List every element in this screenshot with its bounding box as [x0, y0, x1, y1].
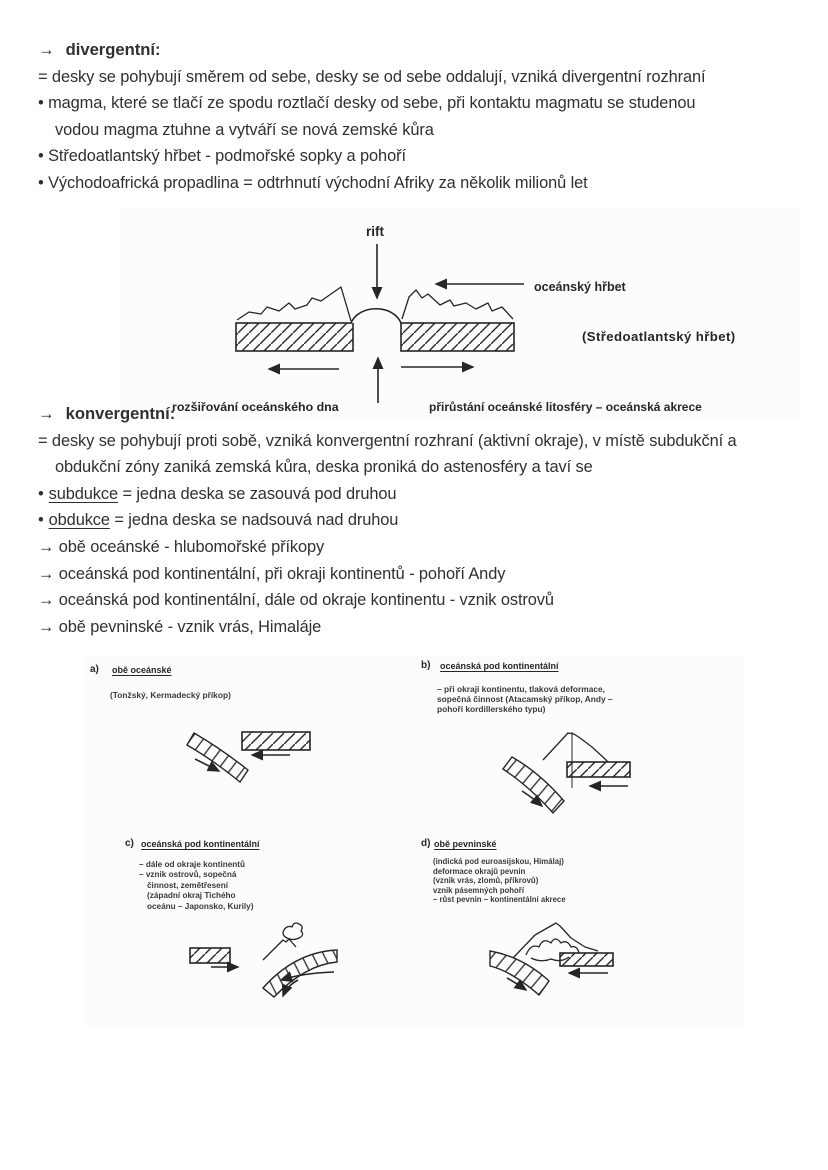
panel-d-text: (indická pod euroasijskou, Himálaj) defo…: [433, 857, 566, 905]
text-line: → oceánská pod kontinentální, dále od ok…: [38, 591, 554, 610]
plate-motion-left-arrow: [279, 971, 335, 982]
subduction-arrow: [521, 790, 544, 808]
panel-d-line: (indická pod euroasijskou, Himálaj): [433, 857, 564, 866]
divergent-section: → divergentní: = desky se pohybují směrem…: [38, 37, 800, 197]
left-oceanic-plate: [235, 322, 354, 352]
oceanic-plate: [189, 947, 231, 964]
rift-label: rift: [366, 224, 385, 239]
panel-c-text: – dále od okraje kontinentů – vznik ostr…: [139, 860, 253, 912]
panel-a-drawing: [186, 731, 311, 784]
panel-a-label: a): [90, 664, 99, 675]
text-line: • Východoafrická propadlina = odtrhnutí …: [38, 173, 588, 192]
panel-c-label: c): [125, 838, 134, 849]
subducting-slab: [501, 756, 565, 815]
obduction-line: •obdukce = jedna deska se nadsouvá nad d…: [38, 507, 800, 534]
panel-c-line: (západní okraj Tichého: [147, 891, 236, 901]
subducting-slab: [489, 950, 550, 997]
text-line: • magma, které se tlačí ze spodu roztlač…: [38, 94, 696, 113]
continental-plate: [566, 761, 631, 778]
subduction-arrow: [281, 979, 299, 998]
panel-b-label: b): [421, 660, 431, 671]
ocean-ridge-label: oceánský hřbet: [534, 280, 627, 294]
text-line: = desky se pohybují směrem od sebe, desk…: [38, 67, 706, 86]
text-line: vodou magma ztuhne a vytváří se nová zem…: [55, 120, 434, 139]
volcano-smoke: [282, 922, 304, 941]
fold-squiggle-upper: [525, 938, 580, 956]
panel-d-title: obě pevninské: [434, 839, 497, 849]
panel-d-line: (vznik vrás, zlomů, příkrovů): [433, 876, 539, 886]
convergent-section: → konvergentní: = desky se pohybují proti…: [38, 401, 800, 640]
panel-a-title: obě oceánské: [112, 665, 172, 675]
bullet: •: [38, 484, 44, 503]
himalaya-mountain: [512, 922, 599, 959]
panel-c-line: – vznik ostrovů, sopečná: [139, 870, 237, 880]
text-line: → obě oceánské - hlubomořské příkopy: [38, 537, 325, 556]
bullet: •: [38, 511, 44, 530]
panel-c-line: činnost, zemětřesení: [147, 880, 228, 890]
subduction-definition: = jedna deska se zasouvá pod druhou: [118, 484, 397, 503]
subduction-line: •subdukce = jedna deska se zasouvá pod d…: [38, 481, 800, 508]
panel-b-text: – při okraji kontinentu, tlaková deforma…: [437, 684, 613, 715]
text-line: = desky se pohybují proti sobě, vzniká k…: [38, 431, 737, 450]
panel-b-drawing: [501, 732, 631, 815]
accretion-caption: přirůstání oceánské litosféry – oceánská…: [429, 400, 702, 414]
island-arc-volcano: [262, 938, 297, 961]
right-mountain-profile: [401, 289, 514, 320]
overriding-plate: [241, 731, 311, 751]
term-subdukce: subdukce: [48, 484, 119, 503]
convergent-heading-text: konvergentní:: [65, 404, 176, 423]
left-mountain-profile: [236, 286, 352, 322]
text-line: • Středoatlantský hřbet - podmořské sopk…: [38, 147, 406, 166]
magma-dome: [350, 308, 402, 324]
divergent-diagram: rift oceánský hřbet (Středoatlantský hřb…: [120, 207, 800, 419]
panel-c-line: – dále od okraje kontinentů: [139, 860, 246, 869]
rift-diagram-svg: rift oceánský hřbet (Středoatlantský hřb…: [172, 224, 736, 414]
arrow-glyph: →: [38, 40, 55, 59]
convergent-heading: → konvergentní:: [38, 401, 800, 428]
text-line: → oceánská pod kontinentální, při okraji…: [38, 564, 506, 583]
arrow-glyph: →: [38, 404, 55, 423]
spreading-caption: rozšiřování oceánského dna: [172, 400, 339, 414]
text-line: obdukční zóny zaniká zemská kůra, deska …: [55, 458, 593, 477]
term-obdukce: obdukce: [48, 511, 110, 530]
panel-a-text: (Tonžský, Kermadecký příkop): [110, 690, 231, 700]
panel-b-line: sopečná činnost (Atacamský příkop, Andy …: [437, 694, 613, 705]
panel-d-line: vznik pásemných pohoří: [433, 885, 524, 895]
text-line: → obě pevninské - vznik vrás, Himaláje: [38, 617, 322, 636]
panel-b-title: oceánská pod kontinentální: [440, 661, 559, 671]
subduction-arrow: [506, 977, 528, 991]
subduction-arrow: [194, 758, 221, 772]
subducting-slab: [261, 949, 338, 998]
subducting-slab: [186, 732, 249, 784]
divergent-heading: → divergentní:: [38, 37, 800, 64]
panel-d-label: d): [421, 838, 431, 849]
panel-c-title: oceánská pod kontinentální: [141, 839, 260, 849]
panel-b-line: – při okraji kontinentu, tlaková deforma…: [437, 684, 606, 694]
divergent-heading-text: divergentní:: [65, 40, 161, 59]
panel-c-line: oceánu – Japonsko, Kurily): [147, 901, 254, 911]
panel-d-drawing: [489, 922, 614, 997]
panel-c-drawing: [189, 922, 338, 998]
panel-d-line: deformace okrajů pevnin: [433, 866, 526, 876]
right-oceanic-plate: [400, 322, 515, 352]
panel-a-line: (Tonžský, Kermadecký příkop): [110, 690, 231, 700]
convergent-diagram: a) obě oceánské (Tonžský, Kermadecký pří…: [85, 655, 745, 1027]
continental-plate: [559, 952, 614, 967]
panel-b-line: pohoří kordillerského typu): [437, 704, 546, 715]
obduction-definition: = jedna deska se nadsouvá nad druhou: [109, 511, 399, 530]
andes-mountain: [542, 732, 609, 763]
mid-atlantic-label: (Středoatlantský hřbet): [582, 329, 736, 344]
panel-d-line: – růst pevnin – kontinentální akrece: [433, 895, 566, 905]
